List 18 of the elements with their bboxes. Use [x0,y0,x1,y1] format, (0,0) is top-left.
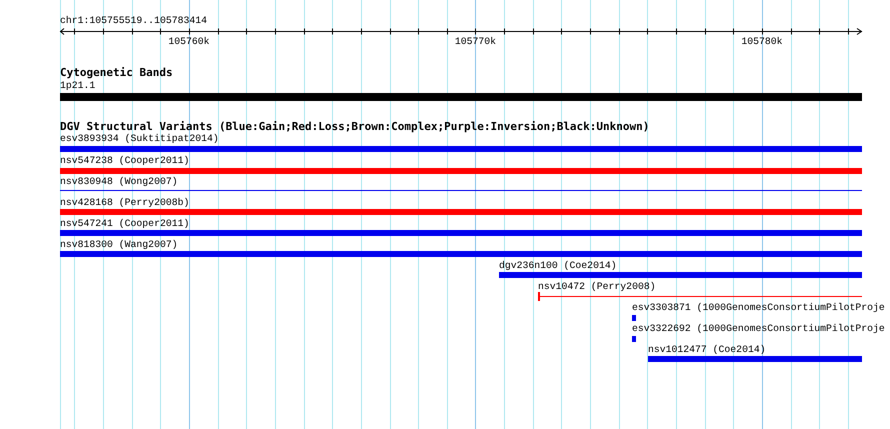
variant-label: esv3303871 (1000GenomesConsortiumPilotProje [632,302,885,313]
tick-label: 105780k [741,36,783,47]
variant-label: esv3893934 (Suktitipat2014) [60,133,219,144]
variant-label: dgv236n100 (Coe2014) [499,260,617,271]
variant-label: nsv830948 (Wong2007) [60,176,178,187]
tick-label: 105770k [454,36,496,47]
variant-label: nsv547238 (Cooper2011) [60,155,190,166]
variant-label: nsv818300 (Wang2007) [60,239,178,250]
variant-label: nsv547241 (Cooper2011) [60,218,190,229]
track-title: DGV Structural Variants (Blue:Gain;Red:Loss;Brown:Complex;Purple:Inversion;Black:Unknown) [60,121,650,132]
variant-label: nsv1012477 (Coe2014) [648,344,766,355]
variant-label: nsv428168 (Perry2008b) [60,197,190,208]
variant-label: nsv10472 (Perry2008) [538,281,656,292]
tick-label: 105760k [168,36,210,47]
band-label: 1p21.1 [60,80,96,91]
region-label: chr1:105755519..105783414 [60,15,207,26]
variant-label: esv3322692 (1000GenomesConsortiumPilotProje [632,323,885,334]
track-title: Cytogenetic Bands [60,67,173,78]
